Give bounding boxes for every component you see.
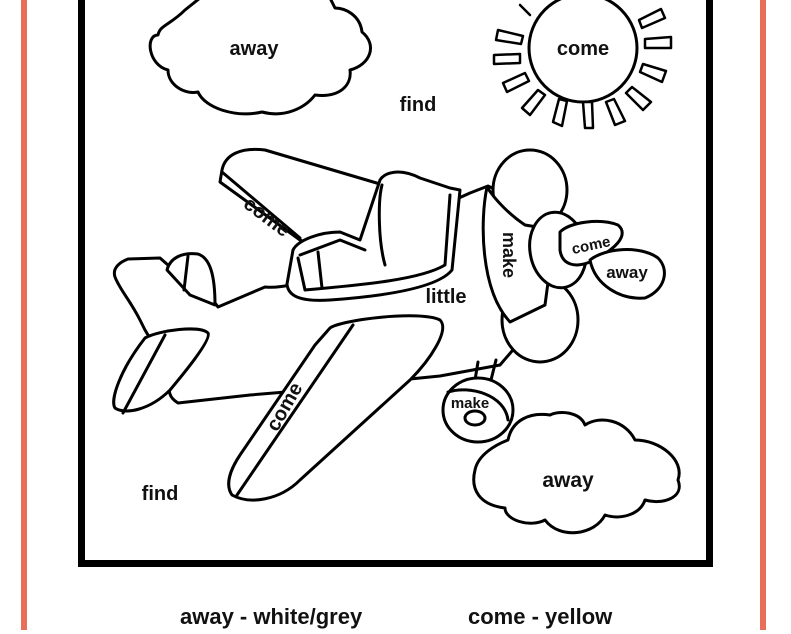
sun-word: come [557,38,609,60]
propeller-top-word: make [499,232,519,278]
wing-bottom-region[interactable] [227,314,445,502]
propeller-hub-region[interactable] [481,185,557,324]
sky-word-top: find [400,94,437,116]
cloud-bottom-icon[interactable]: away [472,411,681,535]
fuselage-word: little [425,286,466,308]
propeller-right-region[interactable] [588,248,666,300]
airplane-icon: come make come away little come make [112,147,666,502]
cloud-top-icon[interactable]: away [148,0,372,116]
tail-fin-region[interactable] [165,252,217,307]
tail-stabilizer-region[interactable] [112,327,210,413]
sky-word-bottom: find [142,483,179,505]
coloring-page-art: away come find [112,0,681,535]
color-key: away - white/grey come - yellow [0,604,791,634]
cloud-top-word: away [230,38,280,60]
wheel-word: make [451,395,489,412]
coloring-area-frame [78,0,713,567]
propeller-right-word: away [606,263,648,282]
spinner-region[interactable] [558,220,624,267]
legend-item-come: come - yellow [468,604,613,629]
worksheet-outer-border [21,0,766,630]
sun-icon[interactable]: come [492,0,673,130]
legend-item-away: away - white/grey [180,604,363,629]
cockpit-region[interactable] [285,170,462,302]
cloud-bottom-word: away [542,469,594,492]
